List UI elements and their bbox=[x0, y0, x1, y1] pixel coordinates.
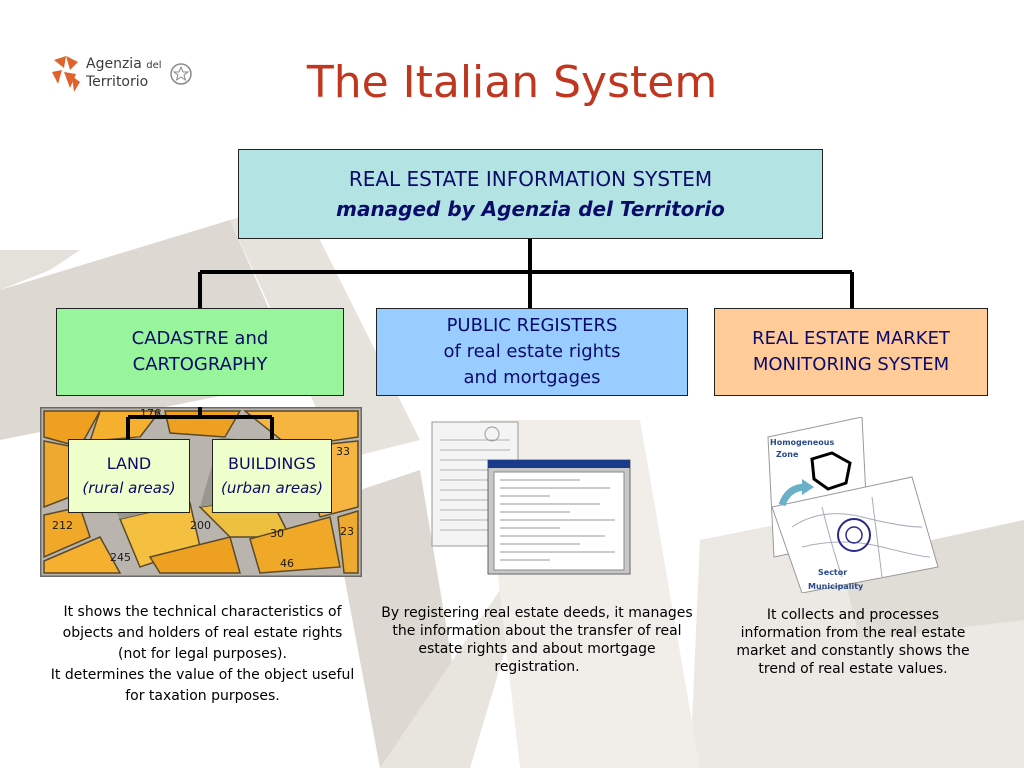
market-description: It collects and processes information fr… bbox=[728, 606, 978, 678]
root-box-subtitle: managed by Agenzia del Territorio bbox=[336, 197, 725, 221]
buildings-note: (urban areas) bbox=[221, 479, 323, 497]
registers-description: By registering real estate deeds, it man… bbox=[378, 604, 696, 676]
zone-map-image: Homogeneous Zone Sector Municipality bbox=[767, 417, 939, 593]
map-label-3: 30 bbox=[270, 527, 284, 540]
logo-text-line1: Agenzia del bbox=[86, 56, 162, 72]
italian-republic-emblem-icon bbox=[170, 63, 192, 85]
cadastre-line2: CARTOGRAPHY bbox=[132, 354, 268, 375]
registers-description-text: By registering real estate deeds, it man… bbox=[381, 605, 693, 675]
cadastre-description-p2: It determines the value of the object us… bbox=[50, 667, 355, 704]
map-label-5: 46 bbox=[280, 557, 294, 570]
agenzia-logo: Agenzia del Territorio bbox=[50, 52, 200, 96]
registers-line1: PUBLIC REGISTERS bbox=[446, 315, 618, 336]
register-documents-image bbox=[431, 421, 631, 575]
agenzia-logo-icon bbox=[52, 56, 80, 92]
root-box-title: REAL ESTATE INFORMATION SYSTEM bbox=[348, 167, 713, 191]
map-label-2: 245 bbox=[110, 551, 131, 564]
cadastre-description: It shows the technical characteristics o… bbox=[50, 602, 355, 707]
registers-line3: and mortgages bbox=[463, 367, 601, 388]
cadastre-line1: CADASTRE and bbox=[131, 328, 269, 349]
registers-line2: of real estate rights bbox=[443, 341, 621, 362]
logo-text-line2: Territorio bbox=[86, 74, 149, 90]
real-estate-information-system-box: REAL ESTATE INFORMATION SYSTEM managed b… bbox=[238, 149, 823, 239]
map-label-1: 212 bbox=[52, 519, 73, 532]
market-monitoring-box: REAL ESTATE MARKET MONITORING SYSTEM bbox=[714, 308, 988, 396]
map-label-6: 200 bbox=[190, 519, 211, 532]
zone-label-municipality: Municipality bbox=[808, 582, 864, 591]
market-description-text: It collects and processes information fr… bbox=[736, 607, 970, 677]
map-label-4: 23 bbox=[340, 525, 354, 538]
land-label: LAND bbox=[106, 454, 152, 473]
zone-label-homogeneous: Homogeneous bbox=[770, 438, 834, 447]
zone-label-zone: Zone bbox=[776, 450, 799, 459]
zone-label-sector: Sector bbox=[818, 568, 847, 577]
land-note: (rural areas) bbox=[82, 479, 176, 497]
buildings-box: BUILDINGS (urban areas) bbox=[212, 439, 332, 513]
map-label-7: 33 bbox=[336, 445, 350, 458]
buildings-label: BUILDINGS bbox=[228, 454, 316, 473]
market-line1: REAL ESTATE MARKET bbox=[752, 328, 950, 349]
market-line2: MONITORING SYSTEM bbox=[752, 354, 950, 375]
cadastre-description-p1: It shows the technical characteristics o… bbox=[62, 604, 343, 662]
land-box: LAND (rural areas) bbox=[68, 439, 190, 513]
page-title: The Italian System bbox=[306, 57, 718, 108]
cadastre-cartography-box: CADASTRE and CARTOGRAPHY bbox=[56, 308, 344, 396]
public-registers-box: PUBLIC REGISTERS of real estate rights a… bbox=[376, 308, 688, 396]
